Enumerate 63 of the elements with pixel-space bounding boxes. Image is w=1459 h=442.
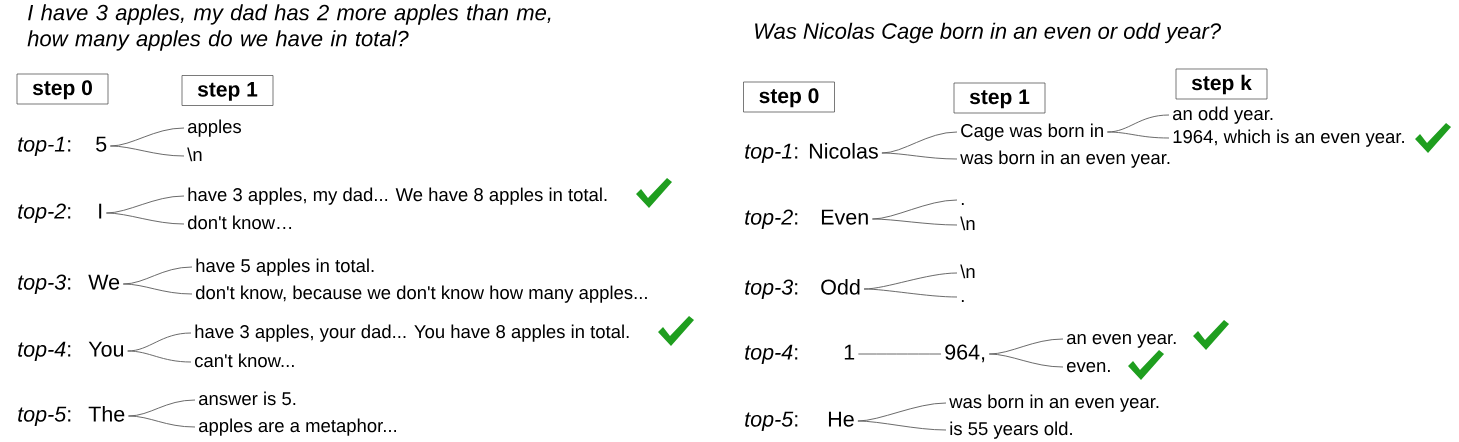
continuation-text: don't know… (188, 215, 292, 230)
token-text: He (828, 411, 854, 427)
branch-line (863, 288, 958, 298)
continuation-text: \n (960, 216, 975, 231)
question-text: Was Nicolas Cage born in an even or odd year? (755, 22, 1221, 44)
continuation-text: apples (188, 119, 242, 137)
token-text: The (88, 405, 125, 422)
branch-line (1106, 131, 1170, 139)
continuation-text: have 5 apples in total. (196, 258, 374, 276)
token-text: You (88, 341, 124, 357)
continuation-text: \n (960, 264, 975, 279)
token-text: Odd (821, 278, 860, 295)
continuation-text: have 3 apples, your dad... You have 8 apples in total. (195, 324, 629, 342)
continuation-text: don't know, because we don't know how many apples... (196, 285, 647, 303)
step-header-box: step 1 (181, 75, 274, 106)
continuation-text: have 3 apples, my dad... We have 8 apples in total. (188, 187, 607, 205)
token-text: We (88, 274, 120, 290)
token-text: Nicolas (809, 142, 878, 159)
token-text: 1 (844, 344, 855, 360)
continuation-text: \n (187, 147, 202, 162)
continuation-text: answer is 5. (199, 391, 296, 406)
branch-line (871, 218, 958, 226)
branch-line (127, 350, 192, 363)
rank-label: top-4: (18, 341, 71, 361)
continuation-text: can't know... (195, 353, 294, 368)
continuation-text: was born in an even year. (949, 394, 1159, 412)
continuation-text: is 55 years old. (950, 421, 1072, 439)
continuation-text: . (961, 300, 964, 302)
token-text: 5 (96, 136, 107, 152)
continuation-text: apples are a metaphor... (199, 418, 396, 436)
token-text: 964, (945, 344, 985, 363)
step-header-box: step 0 (16, 73, 109, 105)
branch-line (857, 420, 947, 431)
branch-line (881, 152, 958, 160)
rank-label: top-3: (18, 274, 71, 294)
rank-label: top-2: (745, 209, 798, 229)
continuation-text: . (961, 203, 964, 205)
rank-label: top-5: (18, 406, 71, 426)
branch-line (857, 353, 942, 355)
continuation-text: was born in an even year. (960, 150, 1170, 168)
branch-line (128, 415, 196, 428)
continuation-text: an even year. (1067, 334, 1176, 348)
step-header-box: step 1 (953, 82, 1046, 114)
continuation-text: 1964, which is an even year. (1173, 129, 1404, 147)
rank-label: top-3: (745, 279, 798, 299)
step-header-box: step k (1175, 68, 1268, 100)
token-text: I (99, 203, 102, 219)
question-text: I have 3 apples, my dad has 2 more apples than me, how many apples do we have in total? (27, 4, 551, 51)
continuation-text: an odd year. (1173, 106, 1273, 124)
rank-label: top-4: (745, 344, 798, 364)
branch-line (988, 353, 1064, 368)
continuation-text: even. (1067, 362, 1110, 373)
step-header-box: step 0 (743, 81, 835, 113)
continuation-text: Cage was born in (961, 123, 1103, 141)
branch-line (122, 283, 193, 295)
rank-label: top-1: (745, 143, 798, 163)
rank-label: top-2: (18, 203, 71, 223)
branch-line (109, 145, 185, 157)
rank-label: top-1: (18, 136, 71, 156)
token-text: Even (821, 209, 868, 225)
rank-label: top-5: (745, 411, 798, 431)
branch-line (105, 212, 185, 225)
branch-line (128, 399, 196, 417)
